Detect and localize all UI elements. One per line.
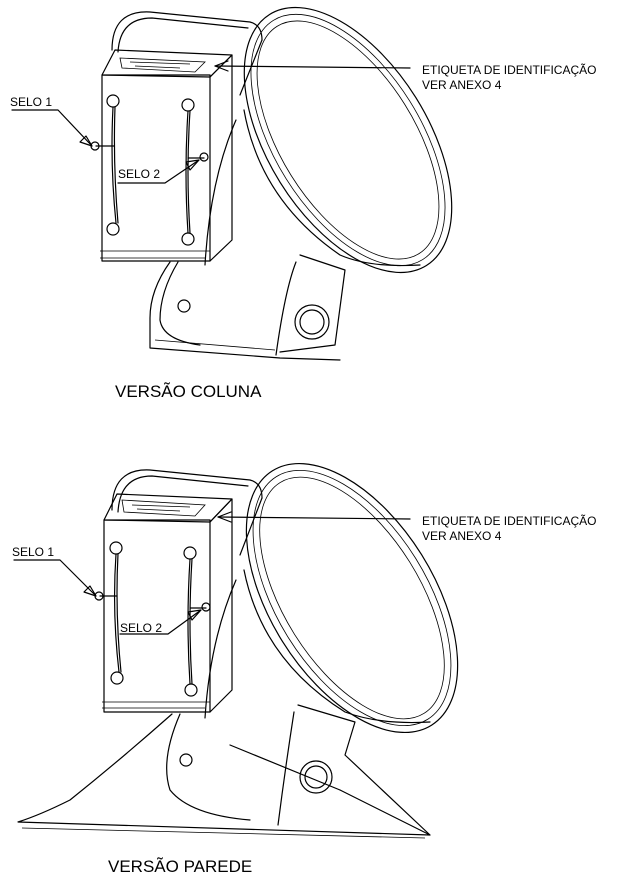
wall-bracket <box>17 704 431 839</box>
seal1-leader-bottom <box>13 559 97 597</box>
label-leader-bottom <box>217 516 411 520</box>
lamp-housing <box>111 11 263 51</box>
control-box <box>90 49 233 262</box>
seal2-label-top: SELO 2 <box>118 167 160 181</box>
seal2-leader-top <box>117 159 200 184</box>
identification-label-bottom: ETIQUETA DE IDENTIFICAÇÃO <box>422 514 596 528</box>
control-box-wall <box>94 493 233 713</box>
caption-column-version: VERSÃO COLUNA <box>115 382 262 401</box>
annex-reference-bottom: VER ANEXO 4 <box>422 529 502 543</box>
column-version-view: SELO 1 SELO 2 ETIQUETA DE IDENTIFICAÇÃO … <box>10 6 596 401</box>
identification-label-top: ETIQUETA DE IDENTIFICAÇÃO <box>422 63 596 77</box>
seal1-label-top: SELO 1 <box>10 95 52 109</box>
seal2-leader-bottom <box>119 609 202 635</box>
wall-version-view: SELO 1 SELO 2 ETIQUETA DE IDENTIFICAÇÃO … <box>12 462 596 876</box>
identification-plate-wall <box>121 499 206 517</box>
lamp-housing-wall <box>111 469 263 511</box>
caption-wall-version: VERSÃO PAREDE <box>108 857 252 876</box>
seal1-leader-top <box>11 109 93 147</box>
seal1-label-bottom: SELO 1 <box>12 545 54 559</box>
label-leader-top <box>214 65 411 69</box>
lamp-lens-wall <box>245 462 459 734</box>
column-bracket <box>149 254 346 361</box>
annex-reference-top: VER ANEXO 4 <box>422 78 502 92</box>
seal2-label-bottom: SELO 2 <box>120 621 162 635</box>
identification-plate <box>119 57 206 73</box>
lamp-lens <box>243 6 453 274</box>
